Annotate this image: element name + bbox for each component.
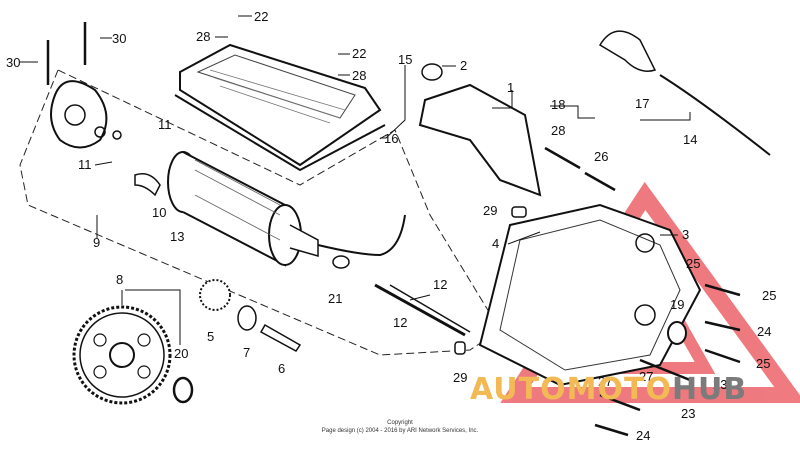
- part-label-5: 5: [207, 329, 214, 344]
- part-label-29b: 29: [453, 370, 467, 385]
- part-label-8: 8: [116, 272, 123, 287]
- part-label-27a: 27: [639, 369, 653, 384]
- watermark-text: AUTOMOTOHUB: [470, 372, 800, 407]
- part-label-25c: 25: [756, 356, 770, 371]
- starter-motor-part: [134, 151, 319, 267]
- part-label-28c: 28: [551, 123, 565, 138]
- part-label-17: 17: [635, 96, 649, 111]
- crankcase-cover-part: [478, 203, 702, 387]
- part-label-13: 13: [170, 229, 184, 244]
- washer-part: [237, 305, 257, 331]
- long-bolt-part: [374, 283, 466, 337]
- leader-lines: [20, 15, 691, 345]
- watermark-text-part1: AUTOMOTO: [470, 372, 672, 407]
- part-label-20: 20: [174, 346, 188, 361]
- left-cover-part: [50, 80, 122, 149]
- part-label-3: 3: [682, 227, 689, 242]
- assembly-boundary-line: [19, 69, 501, 356]
- top-cover-part: [174, 43, 386, 172]
- part-label-7: 7: [243, 345, 250, 360]
- part-label-28b: 28: [352, 68, 366, 83]
- sensor-part: [598, 30, 657, 72]
- seal-19-part: [667, 321, 687, 345]
- part-label-15: 15: [398, 52, 412, 67]
- gear-housing-part: [418, 83, 542, 197]
- idle-gear-part: [199, 279, 231, 311]
- part-label-30a: 30: [6, 55, 20, 70]
- part-label-27b: 27: [598, 374, 612, 389]
- part-label-22a: 22: [254, 9, 268, 24]
- copyright-line-2: Page design (c) 2004 - 2016 by ARI Netwo…: [321, 428, 479, 434]
- part-label-12a: 12: [433, 277, 447, 292]
- cover-bolts: [544, 146, 741, 437]
- shaft-part: [259, 323, 302, 352]
- dowel-pin-part: [511, 206, 527, 218]
- part-label-19: 19: [670, 297, 684, 312]
- part-label-12b: 12: [393, 315, 407, 330]
- part-label-30b: 30: [112, 31, 126, 46]
- part-label-group: 1 2 3 4 5 6 7 8 9 10 11 11 12 12 13 14 1…: [6, 9, 776, 443]
- part-label-16: 16: [384, 131, 398, 146]
- part-label-14: 14: [683, 132, 697, 147]
- dowel-pin-part-2: [454, 341, 466, 355]
- part-label-6: 6: [278, 361, 285, 376]
- part-label-2: 2: [460, 58, 467, 73]
- grommet-part: [421, 63, 443, 81]
- watermark-text-part2: HUB: [671, 372, 748, 407]
- part-label-28a: 28: [196, 29, 210, 44]
- part-label-10: 10: [152, 205, 166, 220]
- part-label-11b: 11: [78, 157, 92, 172]
- part-label-22b: 22: [352, 46, 366, 61]
- part-label-24b: 24: [636, 428, 650, 443]
- part-label-21: 21: [328, 291, 342, 306]
- part-label-23b: 23: [681, 406, 695, 421]
- oil-seal-part: [172, 376, 194, 404]
- copyright-line-1: Copyright: [387, 420, 413, 426]
- part-label-4: 4: [492, 236, 499, 251]
- part-label-9: 9: [93, 235, 100, 250]
- ring-gear-part: [72, 305, 172, 405]
- starter-cable-part: [317, 214, 406, 257]
- part-label-29a: 29: [483, 203, 497, 218]
- part-label-26: 26: [594, 149, 608, 164]
- part-label-23a: 23: [713, 377, 727, 392]
- part-label-25a: 25: [686, 256, 700, 271]
- part-label-11a: 11: [158, 117, 172, 132]
- part-label-25b: 25: [762, 288, 776, 303]
- cable-part: [659, 74, 771, 156]
- part-label-24a: 24: [757, 324, 771, 339]
- o-ring-part: [332, 255, 350, 269]
- long-bolt-part-2: [389, 284, 471, 333]
- part-label-18: 18: [551, 97, 565, 112]
- part-label-1: 1: [507, 80, 514, 95]
